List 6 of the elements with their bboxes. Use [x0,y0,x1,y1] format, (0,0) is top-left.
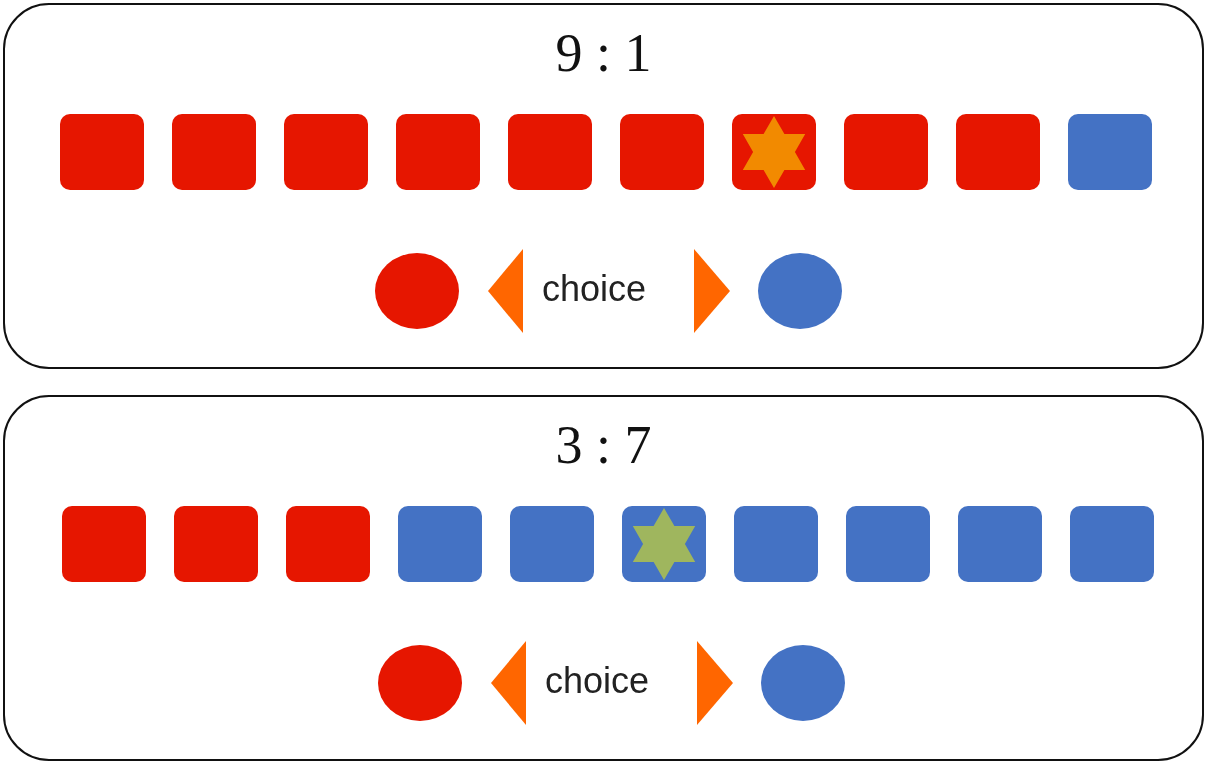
choice-text: choice [542,269,647,309]
ratio-text: 9 : 1 [555,23,652,83]
panel-card [3,395,1204,761]
choice-text: choice [545,661,650,701]
panel-card [3,3,1204,369]
ratio-text: 3 : 7 [555,415,652,475]
